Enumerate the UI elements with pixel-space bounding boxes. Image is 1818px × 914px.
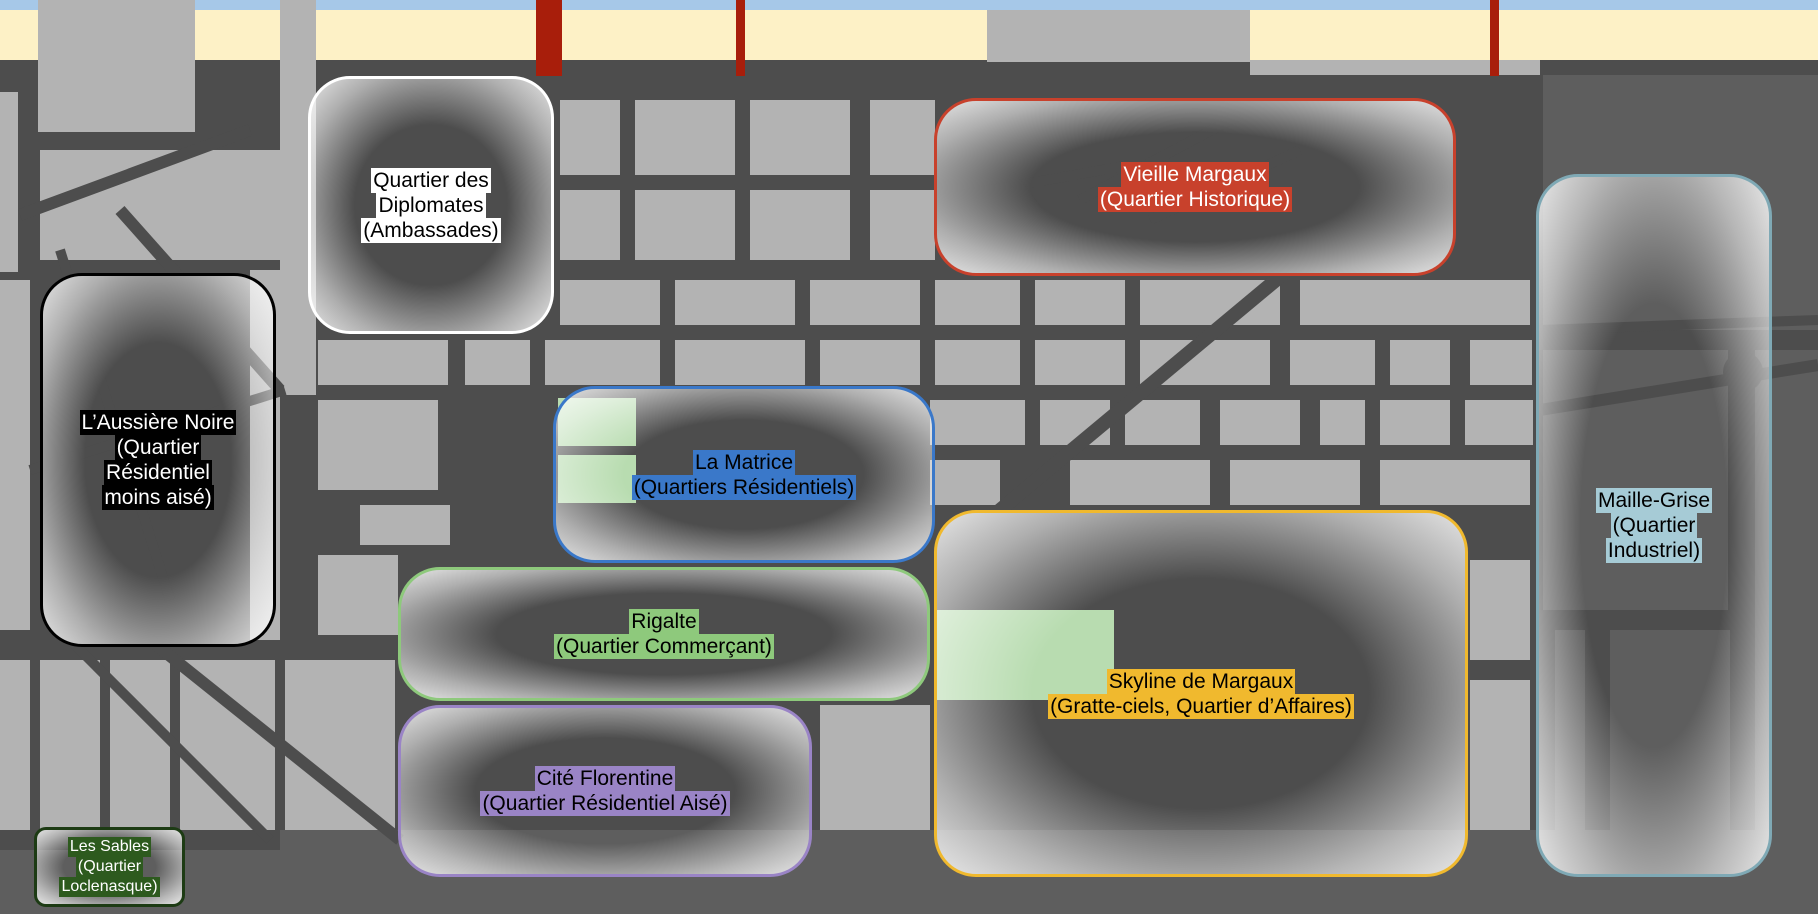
district-cite-florentine[interactable]: Cité Florentine (Quartier Résidentiel Ai… (398, 705, 812, 877)
district-label: Maille-Grise (Quartier Industriel) (1595, 488, 1712, 563)
district-laussiere-noire[interactable]: L’Aussière Noire (Quartier Résidentiel m… (40, 273, 276, 647)
district-les-sables[interactable]: Les Sables (Quartier Loclenasque) (34, 827, 185, 907)
district-la-matrice[interactable]: La Matrice (Quartiers Résidentiels) (553, 386, 935, 563)
district-label: Cité Florentine (Quartier Résidentiel Ai… (480, 766, 730, 816)
district-label: L’Aussière Noire (Quartier Résidentiel m… (79, 410, 237, 510)
coastal-block (987, 10, 1250, 62)
sea-strip (0, 0, 1818, 10)
pier (736, 0, 745, 76)
coastal-block (38, 0, 195, 132)
pier (1490, 0, 1499, 76)
beach (1250, 10, 1818, 60)
district-label: Skyline de Margaux (Gratte-ciels, Quarti… (1048, 668, 1354, 719)
district-label: Rigalte (Quartier Commerçant) (554, 609, 774, 659)
district-label: Quartier des Diplomates (Ambassades) (361, 167, 501, 243)
central-blocks (318, 100, 1533, 835)
district-vieille-margaux[interactable]: Vieille Margaux (Quartier Historique) (934, 98, 1456, 276)
district-label: La Matrice (Quartiers Résidentiels) (631, 449, 857, 500)
beach (316, 10, 987, 60)
beach (0, 10, 38, 60)
district-label: Vieille Margaux (Quartier Historique) (1097, 162, 1293, 212)
district-skyline-de-margaux[interactable]: Skyline de Margaux (Gratte-ciels, Quarti… (934, 510, 1468, 877)
district-maille-grise[interactable]: Maille-Grise (Quartier Industriel) (1536, 174, 1772, 877)
pier (536, 0, 562, 76)
district-label: Les Sables (Quartier Loclenasque) (59, 837, 160, 897)
district-quartier-des-diplomates[interactable]: Quartier des Diplomates (Ambassades) (308, 76, 554, 334)
beach (195, 10, 280, 60)
district-rigalte[interactable]: Rigalte (Quartier Commerçant) (398, 567, 930, 701)
coastal-block (1250, 60, 1540, 75)
